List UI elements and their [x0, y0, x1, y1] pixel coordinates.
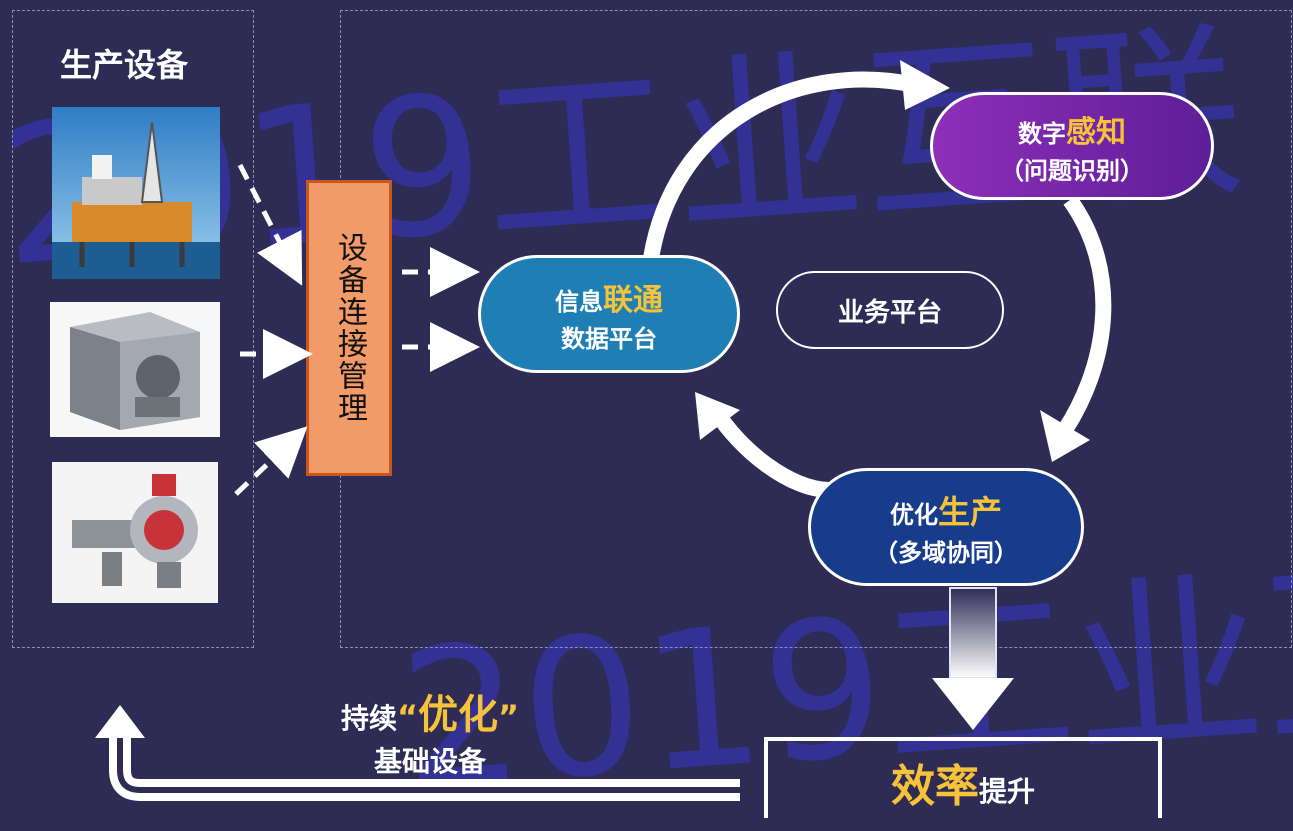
info-pill-prefix: 信息	[555, 287, 603, 316]
digital-pill-line1: 数字感知	[1018, 107, 1126, 151]
continue-highlight: 优化	[418, 692, 498, 738]
cycle-arrow-right	[1058, 195, 1112, 435]
business-platform-label: 业务平台	[837, 297, 942, 328]
dashed-arrow-platform	[237, 163, 303, 286]
info-platform-pill: 信息联通 数据平台	[478, 255, 740, 373]
left-panel	[12, 10, 254, 648]
left-panel-title: 生产设备	[60, 46, 189, 84]
optimize-pill-highlight: 生产	[937, 492, 1002, 531]
efficiency-down-arrow-head	[932, 678, 1014, 730]
info-pill-line2: 数据平台	[561, 324, 657, 353]
pump-image	[52, 462, 218, 603]
efficiency-suffix: 提升	[978, 775, 1035, 808]
continue-close-quote: ”	[498, 698, 520, 736]
digital-pill-highlight: 感知	[1066, 114, 1126, 150]
info-pill-line1: 信息联通	[555, 275, 663, 319]
efficiency-box	[764, 737, 1162, 818]
cycle-arrow-bottom	[708, 405, 831, 498]
dashed-arrow-pump	[234, 426, 308, 496]
digital-pill-line2: （问题识别）	[1000, 156, 1144, 185]
info-pill-highlight: 联通	[603, 282, 663, 318]
continue-optimize-text: 持续“优化” 基础设备	[300, 682, 560, 780]
efficiency-down-arrow-shaft	[949, 587, 997, 679]
cycle-arrow-top	[642, 71, 917, 267]
oil-platform-image	[52, 107, 220, 279]
efficiency-highlight: 效率	[890, 761, 979, 812]
business-platform-pill: 业务平台	[776, 271, 1004, 349]
optimize-production-pill: 优化生产 （多域协同）	[808, 468, 1084, 586]
device-connection-label: 设备连接管理	[332, 232, 367, 424]
optimize-pill-prefix: 优化	[889, 500, 938, 529]
continue-line2: 基础设备	[373, 745, 486, 778]
compressor-image	[50, 302, 220, 437]
optimize-pill-line2: （多域协同）	[874, 538, 1018, 567]
efficiency-text: 效率提升	[766, 750, 1160, 814]
device-connection-box: 设备连接管理	[306, 180, 392, 476]
continue-open-quote: “	[396, 698, 418, 736]
digital-perception-pill: 数字感知 （问题识别）	[930, 92, 1214, 200]
continue-line1: 持续“优化”	[300, 682, 560, 740]
digital-pill-prefix: 数字	[1018, 119, 1066, 148]
continue-prefix: 持续	[340, 702, 397, 735]
optimize-pill-line1: 优化生产	[890, 487, 1002, 533]
